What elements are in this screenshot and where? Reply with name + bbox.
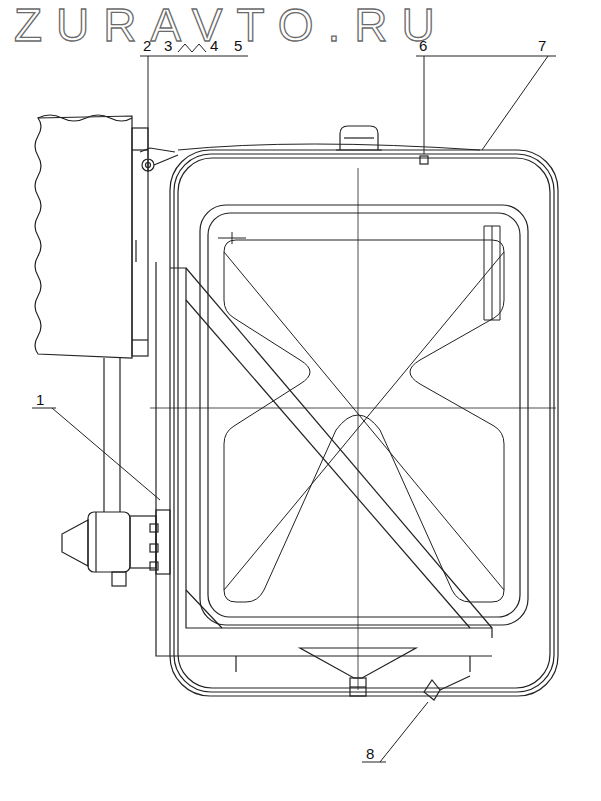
bracket <box>140 148 175 152</box>
leader-line <box>362 762 386 763</box>
partition <box>170 268 492 638</box>
partition <box>186 300 470 628</box>
strap <box>148 155 178 172</box>
support-rod <box>103 358 104 512</box>
leader-line <box>380 702 428 762</box>
filler-cap <box>336 149 382 150</box>
centre-line <box>150 408 556 409</box>
sensor <box>424 680 440 700</box>
tank-panel <box>208 213 520 617</box>
callout-number: 6 <box>419 38 427 53</box>
tank-shell <box>170 150 558 696</box>
mark <box>135 240 136 262</box>
callout-number: 5 <box>234 38 242 53</box>
pipe-flange <box>132 128 148 356</box>
support-leg <box>235 656 236 672</box>
leader-line <box>416 56 556 57</box>
filler-cap <box>344 137 374 138</box>
pipe-break <box>38 115 132 121</box>
leader-line <box>140 56 248 57</box>
leader-lines <box>32 44 556 762</box>
support-rod <box>119 358 120 512</box>
pipe-body <box>35 116 132 358</box>
mark <box>218 226 500 320</box>
callout-number: 7 <box>538 38 546 53</box>
callout-number: 8 <box>366 746 374 761</box>
support-frame <box>156 262 492 656</box>
watermark: ZURAVTO.RU <box>14 2 449 48</box>
nut <box>150 524 158 532</box>
flange-line <box>132 339 148 340</box>
filter-line <box>95 512 96 572</box>
centre-line <box>358 168 359 690</box>
callout-number: 4 <box>210 38 218 53</box>
sump <box>300 648 416 678</box>
leader-line <box>52 408 160 500</box>
callout-number: 1 <box>36 392 44 407</box>
strap-band <box>178 144 480 150</box>
tank-panel <box>200 205 528 625</box>
diagonal <box>224 252 504 590</box>
leader-line <box>424 56 425 154</box>
nut <box>112 572 126 586</box>
filler-cap <box>340 126 378 150</box>
fitting <box>420 156 428 164</box>
tank-shell <box>174 154 554 692</box>
support-leg <box>469 656 470 672</box>
tank-shell <box>178 158 550 688</box>
drain-plug <box>350 678 366 696</box>
sensor <box>440 676 470 690</box>
leader-line <box>482 56 548 150</box>
partition <box>186 590 222 628</box>
filter-cone <box>62 520 88 566</box>
partition <box>186 268 492 628</box>
stiffener <box>224 240 504 602</box>
diagonal <box>224 252 504 590</box>
callout-number: 3 <box>164 38 172 53</box>
leader-line <box>148 56 149 158</box>
nut <box>150 562 158 570</box>
filter-body <box>88 512 130 572</box>
nut <box>150 544 158 552</box>
drain-plug <box>350 686 366 687</box>
callout-number: 2 <box>143 38 151 53</box>
